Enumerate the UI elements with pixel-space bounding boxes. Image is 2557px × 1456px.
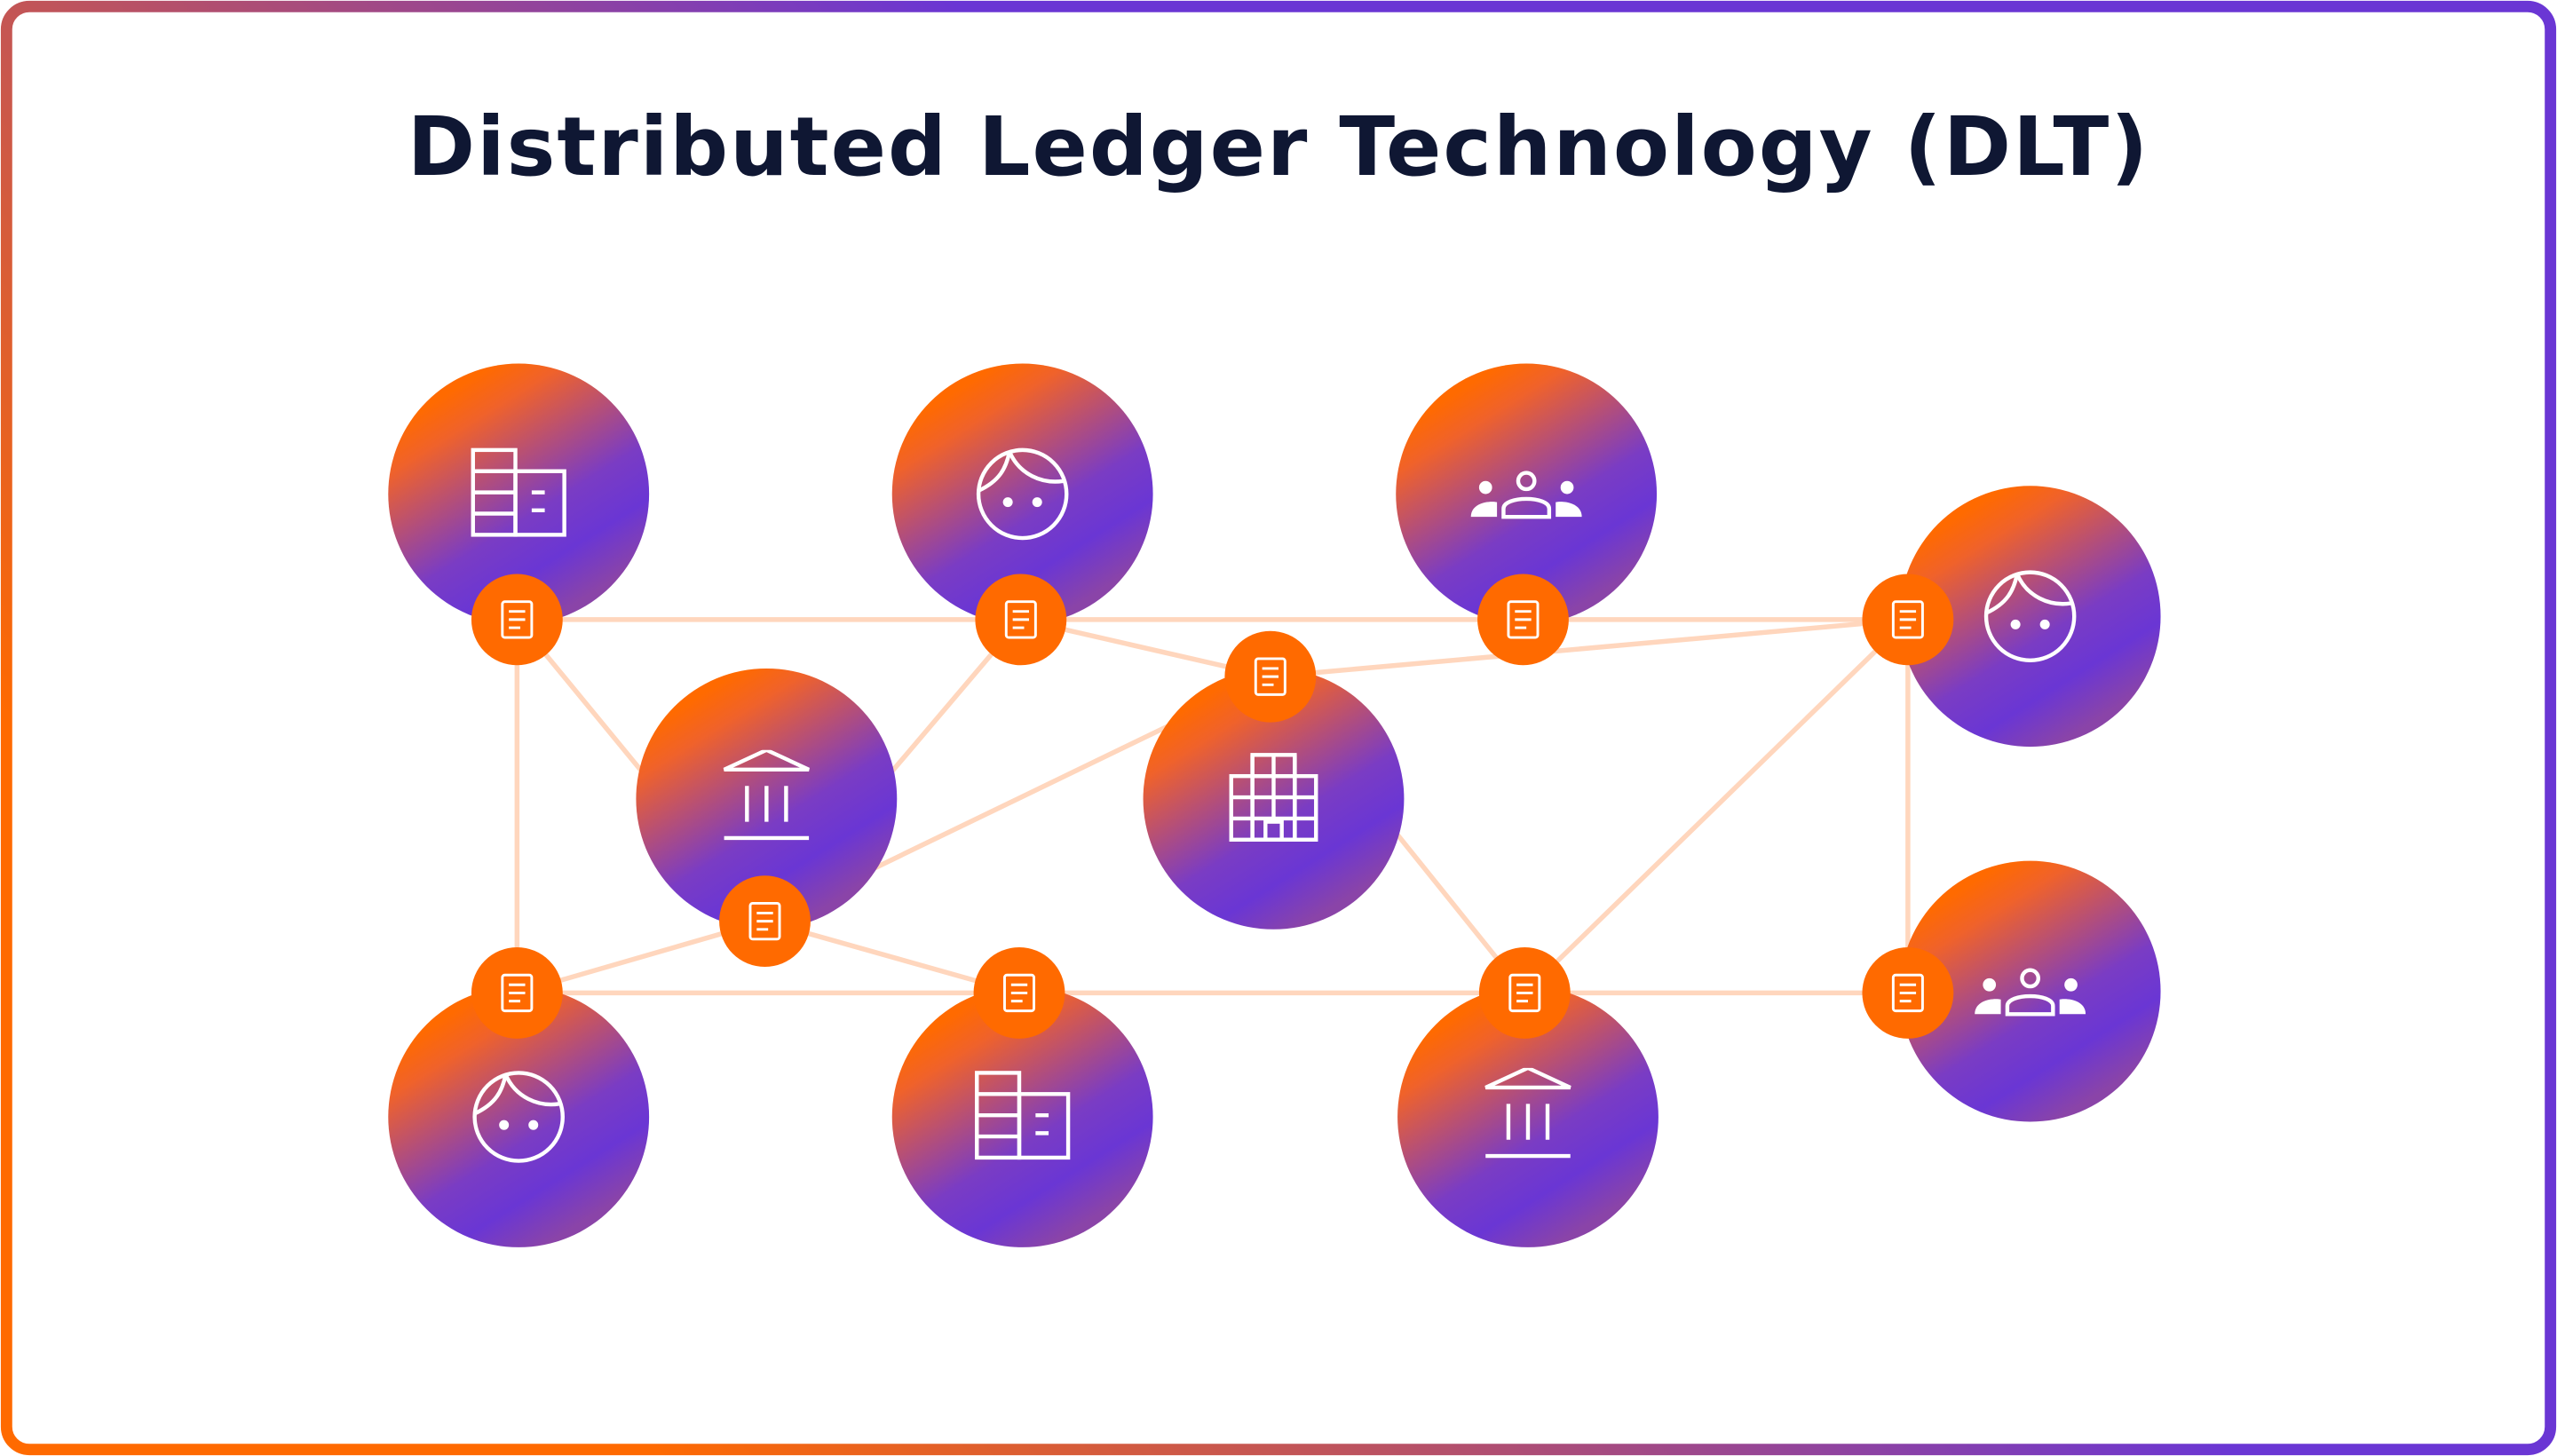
participant-circle: [891, 986, 1153, 1247]
participant-nodes: [388, 363, 2161, 1247]
ledger-node: [719, 875, 811, 968]
participant-node: [1899, 860, 2161, 1122]
participant-node: [388, 363, 650, 625]
participant-node: [388, 986, 650, 1247]
participant-circle: [1396, 363, 1658, 625]
participant-circle: [1899, 486, 2161, 748]
ledger-node: [1224, 630, 1317, 723]
participant-circle: [891, 363, 1153, 625]
page-title: Distributed Ledger Technology (DLT): [407, 99, 2150, 194]
ledger-node: [1477, 574, 1569, 666]
ledger-node: [973, 947, 1065, 1039]
participant-node: [1397, 986, 1658, 1247]
participant-circle: [1899, 860, 2161, 1122]
participant-circle: [388, 986, 650, 1247]
ledger-node: [1862, 947, 1954, 1039]
ledger-node: [471, 947, 563, 1039]
ledger-node: [471, 574, 563, 666]
network-link: [1270, 617, 1909, 679]
ledger-node: [975, 574, 1067, 666]
ledger-node: [1862, 574, 1954, 666]
participant-node: [1899, 486, 2161, 748]
participant-node: [636, 668, 898, 930]
ledger-node: [1478, 947, 1571, 1039]
ledger-nodes: [471, 574, 1954, 1039]
network-link: [1523, 617, 1910, 995]
participant-node: [1143, 668, 1405, 930]
participant-node: [891, 986, 1153, 1247]
participant-node: [1396, 363, 1658, 625]
participant-circle: [388, 363, 650, 625]
participant-node: [891, 363, 1153, 625]
